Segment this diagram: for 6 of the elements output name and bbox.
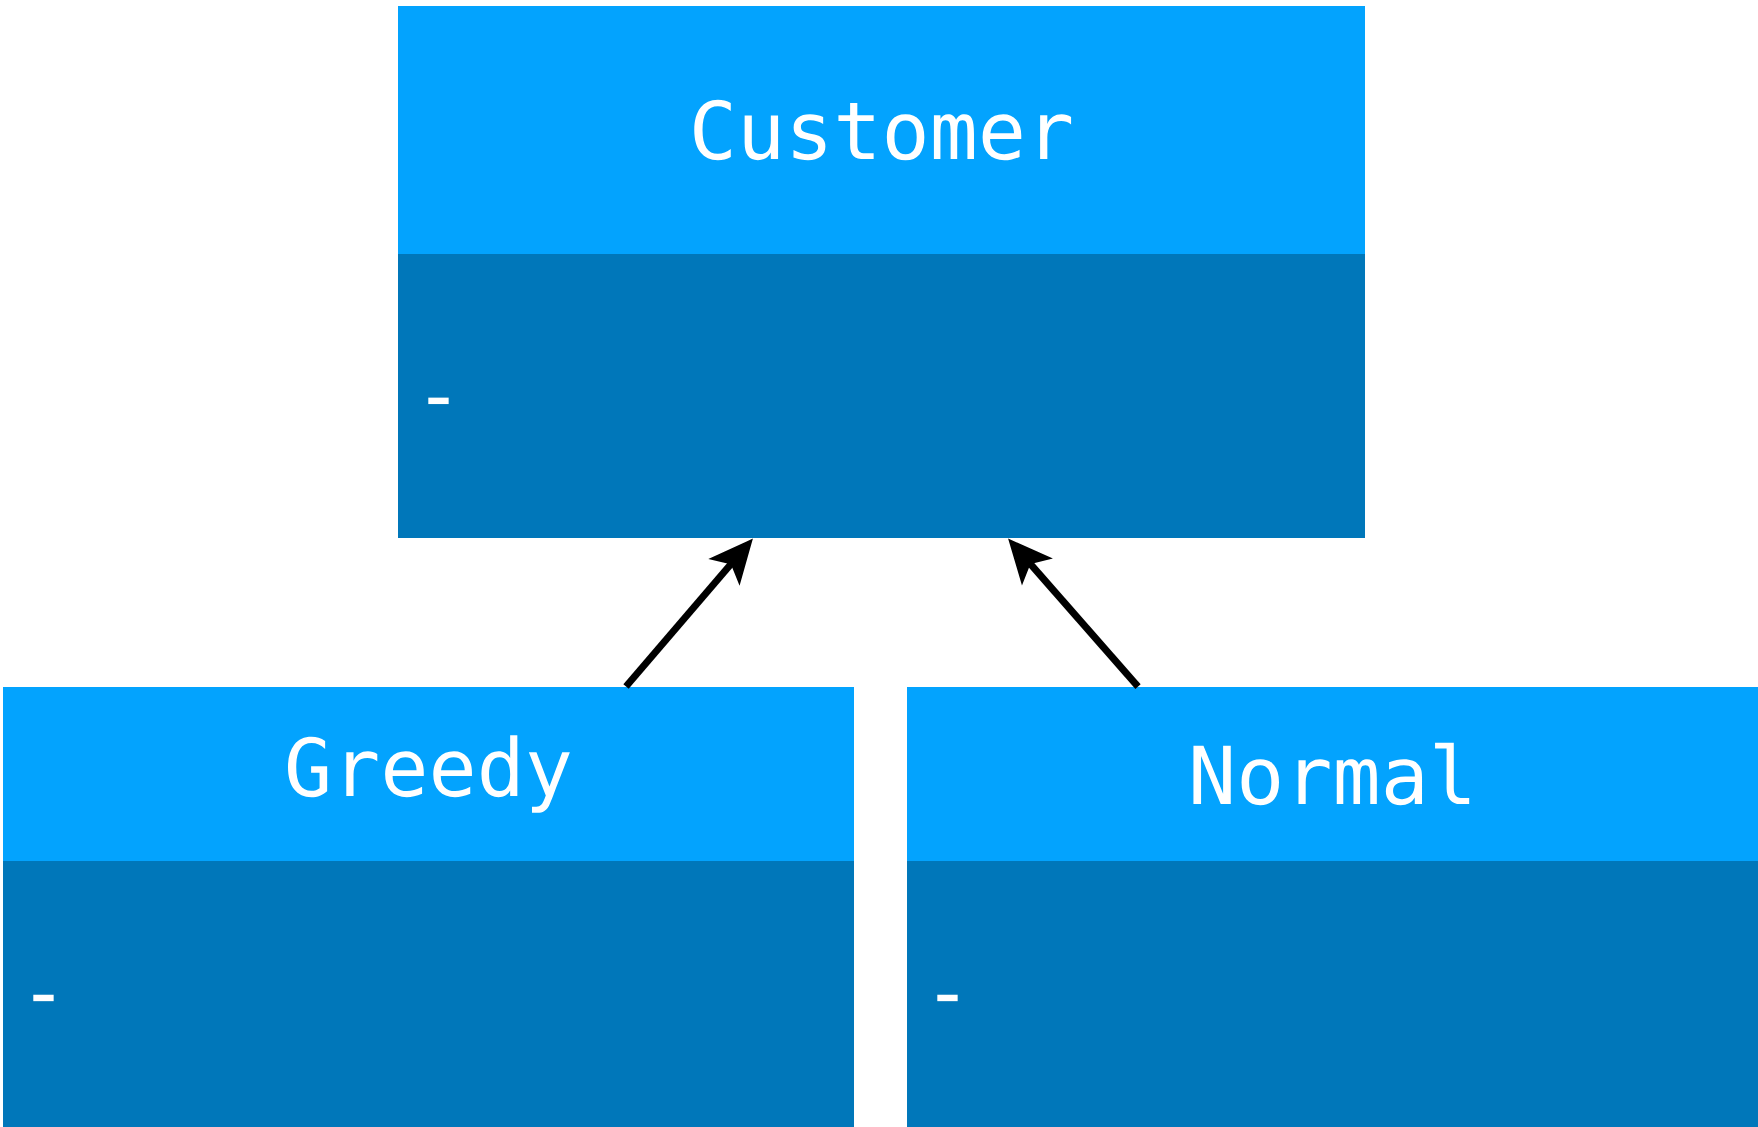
node-label: Normal <box>1193 742 1470 806</box>
node-label: Customer <box>694 99 1072 161</box>
class-box: Customer - <box>398 6 1365 538</box>
node-label: Greedy <box>287 735 570 813</box>
class-box: Greedy - <box>3 687 854 1127</box>
class-box: Normal - <box>907 687 1758 1127</box>
